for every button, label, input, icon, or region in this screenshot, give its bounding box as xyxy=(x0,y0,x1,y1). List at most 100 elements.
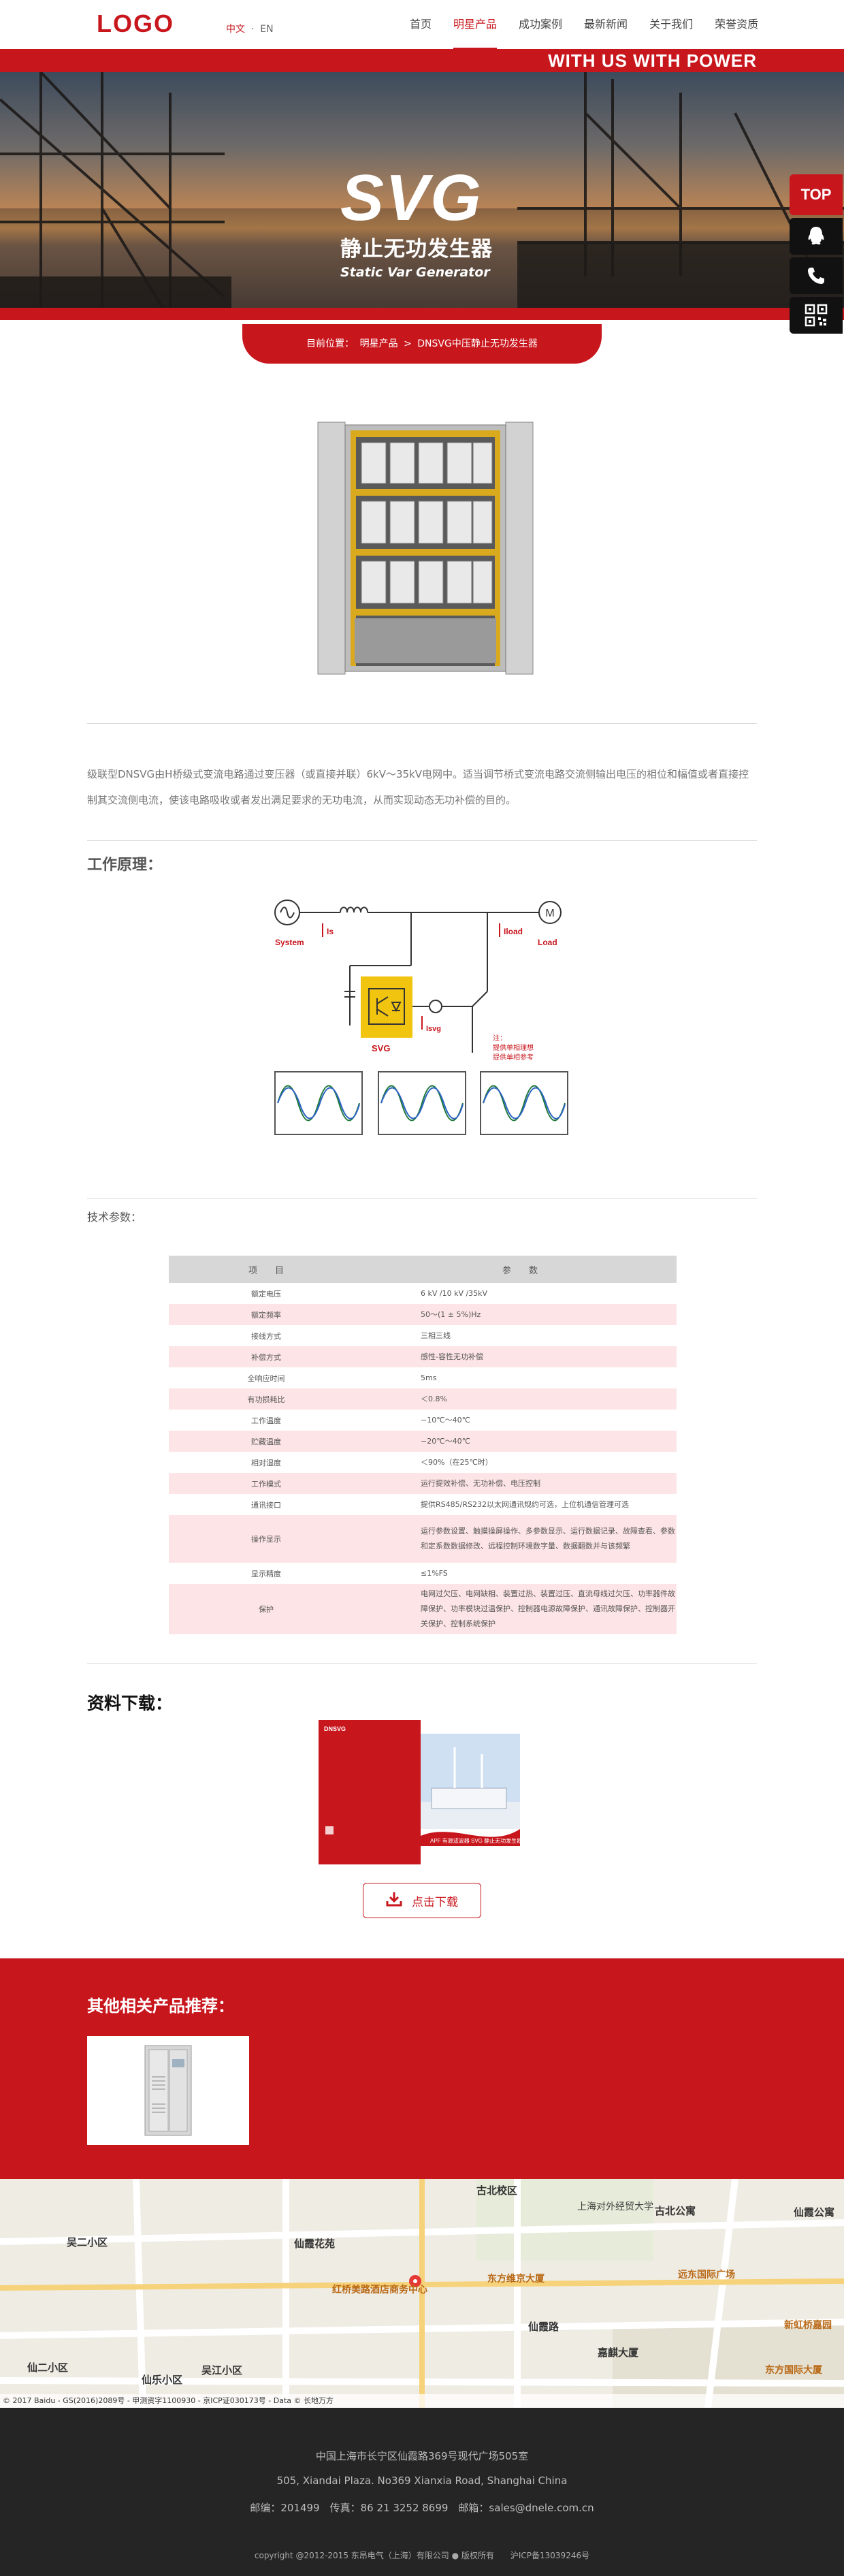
phone-icon[interactable] xyxy=(790,257,843,294)
table-row: 相对湿度＜90%（在25℃时） xyxy=(169,1452,677,1473)
map-label: 东方国际大厦 xyxy=(765,2365,822,2376)
nav-about[interactable]: 关于我们 xyxy=(649,18,694,31)
footer-address-en: 505, Xiandai Plaza. No369 Xianxia Road, … xyxy=(276,2475,568,2487)
breadcrumb-current: DNSVG中压静止无功发生器 xyxy=(417,338,538,349)
qr-code-icon[interactable] xyxy=(790,297,843,334)
table-row: 接线方式三相三线 xyxy=(169,1325,677,1346)
banner-svg-heading: SVG xyxy=(340,161,483,234)
table-row: 保护电网过欠压、电网缺相、装置过热、装置过压、直流母线过欠压、功率器件故障保护、… xyxy=(169,1584,677,1634)
spec-value: 三相三线 xyxy=(363,1325,677,1346)
nav-news[interactable]: 最新新闻 xyxy=(584,18,628,31)
spec-key: 额定电压 xyxy=(169,1283,363,1304)
download-button[interactable]: 点击下载 xyxy=(363,1883,481,1918)
divider xyxy=(87,1663,757,1664)
brochure-brand: DNSVG xyxy=(324,1726,346,1732)
side-toolbar: TOP xyxy=(790,174,843,336)
footer-contact: 邮编：201499 传真：86 21 3252 8699 邮箱：sales@dn… xyxy=(250,2502,594,2514)
banner-cn-title: 静止无功发生器 xyxy=(340,237,493,261)
spec-value: 6 kV /10 kV /35kV xyxy=(363,1283,677,1304)
breadcrumb: 目前位置： 明星产品 > DNSVG中压静止无功发生器 xyxy=(242,324,602,364)
spec-value: −10℃～40℃ xyxy=(363,1410,677,1431)
principle-title: 工作原理： xyxy=(87,857,163,874)
product-intro-text: 级联型DNSVG由H桥级式变流电路通过变压器（或直接并联）6kV～35kV电网中… xyxy=(87,768,749,806)
spec-value: ＜0.8% xyxy=(363,1388,677,1410)
spec-value: 运行参数设置、触摸操屏操作、多参数显示、运行数据记录、故障查看、参数和定系数数据… xyxy=(363,1515,677,1563)
table-row: 有功损耗比＜0.8% xyxy=(169,1388,677,1410)
map-label: 仙霞花苑 xyxy=(294,2238,336,2250)
working-principle-diagram: M System Load Is Iload SVG Isvg xyxy=(268,889,576,1144)
map-copyright: © 2017 Baidu - GS(2016)2089号 - 甲测资字11009… xyxy=(0,2394,844,2408)
breadcrumb-products-link[interactable]: 明星产品 xyxy=(359,338,398,349)
spec-key: 额定频率 xyxy=(169,1304,363,1325)
qq-icon[interactable] xyxy=(790,218,843,255)
note-label: 注： xyxy=(493,1034,506,1043)
svg-label: SVG xyxy=(372,1043,390,1053)
related-product-card[interactable] xyxy=(87,2036,249,2145)
map-label: 古北公寓 xyxy=(655,2205,696,2217)
spec-value: 电网过欠压、电网缺相、装置过热、装置过压、直流母线过欠压、功率器件故障保护、功率… xyxy=(363,1584,677,1634)
nav-home[interactable]: 首页 xyxy=(410,18,432,31)
site-footer: 中国上海市长宁区仙霞路369号现代广场505室 505, Xiandai Pla… xyxy=(0,2408,844,2576)
spec-key: 全响应时间 xyxy=(169,1367,363,1388)
map-label: 仙乐小区 xyxy=(142,2374,183,2386)
is-label: Is xyxy=(327,927,334,936)
spec-key: 操作显示 xyxy=(169,1515,363,1563)
spec-key: 通讯接口 xyxy=(169,1494,363,1515)
note-line-1: 提供单相理想 xyxy=(493,1043,534,1052)
divider xyxy=(87,840,757,841)
location-map[interactable]: 古北校区 上海对外经贸大学 古北公寓 仙霞公寓 吴二小区 仙霞花苑 东方维京大厦… xyxy=(0,2179,844,2408)
breadcrumb-label: 目前位置： xyxy=(306,338,355,349)
lang-cn-link[interactable]: 中文 xyxy=(226,24,245,35)
map-label: 新虹桥嘉园 xyxy=(784,2320,832,2331)
breadcrumb-separator: > xyxy=(404,338,412,349)
download-icon xyxy=(386,1892,402,1910)
brochure-thumbnail[interactable]: DNSVG APF 有源滤波器 SVG 静止无功发生器 xyxy=(319,1720,522,1864)
language-switch: 中文 · EN xyxy=(226,22,274,35)
table-row: 操作显示运行参数设置、触摸操屏操作、多参数显示、运行数据记录、故障查看、参数和定… xyxy=(169,1515,677,1563)
table-row: 贮藏温度−20℃～40℃ xyxy=(169,1431,677,1452)
spec-value: −20℃～40℃ xyxy=(363,1431,677,1452)
brochure-caption-2: SVG 静止无功发生器 xyxy=(471,1837,520,1844)
table-row: 通讯接口提供RS485/RS232以太网通讯规约可选，上位机通信管理可选 xyxy=(169,1494,677,1515)
table-row: 工作模式运行提效补偿、无功补偿、电压控制 xyxy=(169,1473,677,1494)
isvg-label: Isvg xyxy=(426,1025,441,1033)
map-label: 古北校区 xyxy=(476,2184,518,2197)
nav-cases[interactable]: 成功案例 xyxy=(519,18,563,31)
footer-address-cn: 中国上海市长宁区仙霞路369号现代广场505室 xyxy=(315,2450,529,2462)
logo[interactable]: LOGO xyxy=(97,10,174,37)
download-title: 资料下载： xyxy=(87,1694,173,1713)
nav-honors[interactable]: 荣誉资质 xyxy=(715,18,759,31)
map-label: 仙霞公寓 xyxy=(794,2206,835,2219)
spec-key: 显示精度 xyxy=(169,1563,363,1584)
spec-value: 提供RS485/RS232以太网通讯规约可选，上位机通信管理可选 xyxy=(363,1494,677,1515)
back-to-top-button[interactable]: TOP xyxy=(790,174,843,215)
brochure-caption-1: APF 有源滤波器 xyxy=(430,1837,470,1844)
map-label: 吴江小区 xyxy=(201,2364,243,2376)
map-label: 上海对外经贸大学 xyxy=(577,2201,653,2212)
spec-key: 相对湿度 xyxy=(169,1452,363,1473)
map-label: 东方维京大厦 xyxy=(487,2274,545,2285)
site-header: LOGO 中文 · EN 首页 明星产品 成功案例 最新新闻 关于我们 荣誉资质 xyxy=(0,0,844,49)
spec-header-value: 参 数 xyxy=(363,1256,677,1283)
banner-en-title: Static Var Generator xyxy=(340,265,490,280)
iload-label: Iload xyxy=(504,927,523,936)
lang-en-link[interactable]: EN xyxy=(260,24,274,35)
nav-products[interactable]: 明星产品 xyxy=(442,0,508,49)
divider xyxy=(87,1198,757,1199)
map-label: 远东国际广场 xyxy=(678,2270,735,2280)
spec-key: 接线方式 xyxy=(169,1325,363,1346)
spec-value: 50～(1 ± 5%)Hz xyxy=(363,1304,677,1325)
spec-key: 有功损耗比 xyxy=(169,1388,363,1410)
table-row: 补偿方式感性-容性无功补偿 xyxy=(169,1346,677,1367)
spec-value: ≤1%FS xyxy=(363,1563,677,1584)
banner-slogan-bar: WITH US WITH POWER xyxy=(0,49,844,72)
spec-header-item: 项 目 xyxy=(169,1256,363,1283)
related-products-section: 其他相关产品推荐： xyxy=(0,1958,844,2179)
banner-bottom-bar xyxy=(0,308,844,320)
product-image xyxy=(316,421,534,677)
divider xyxy=(87,723,757,724)
